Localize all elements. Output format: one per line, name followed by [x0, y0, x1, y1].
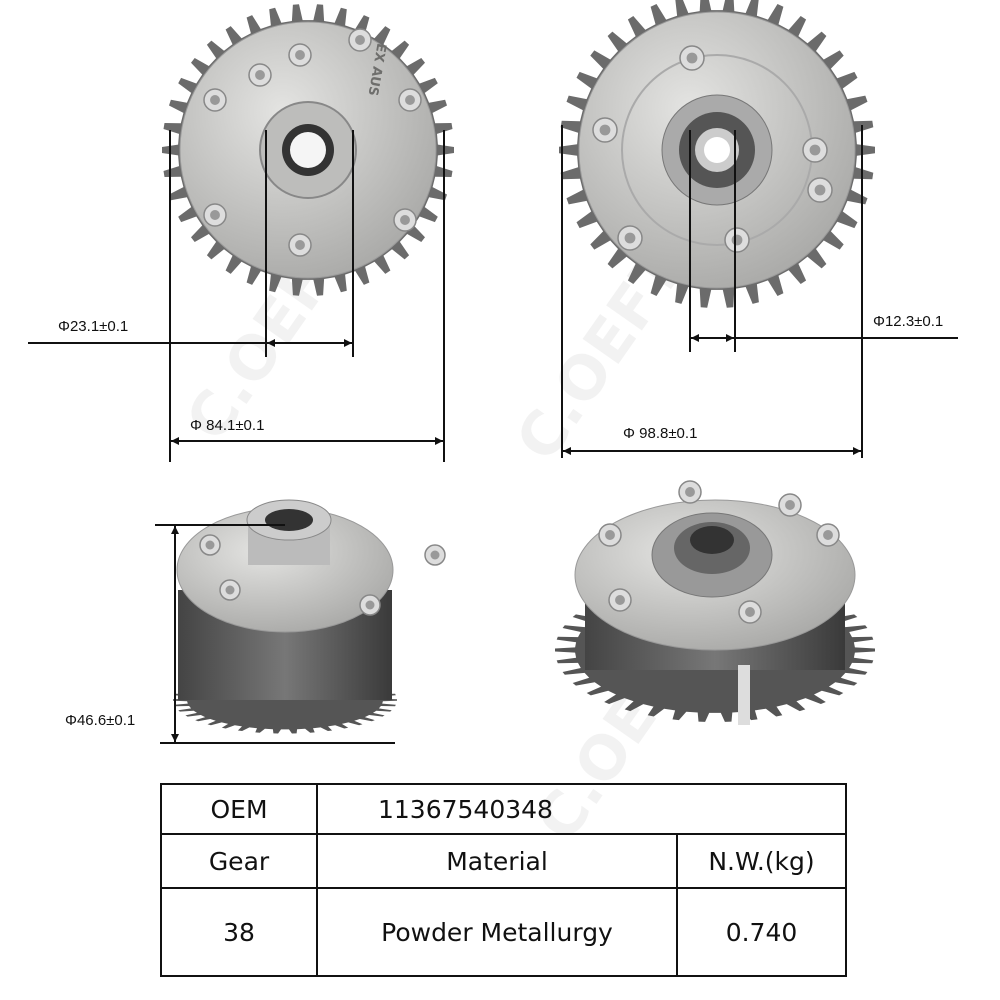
arrowhead-icon — [691, 334, 699, 342]
bolt-icon — [295, 50, 305, 60]
bolt-icon — [225, 585, 235, 595]
locating-pin — [738, 665, 750, 725]
dimension-height: Φ46.6±0.1 — [65, 712, 136, 729]
bolt-icon — [823, 530, 833, 540]
dimension-outer-left: Φ 84.1±0.1 — [190, 417, 265, 434]
dimension-bore-right: Φ12.3±0.1 — [873, 313, 944, 330]
arrowhead-icon — [267, 339, 275, 347]
arrowhead-icon — [171, 734, 179, 742]
arrowhead-icon — [726, 334, 734, 342]
center-bore — [704, 137, 730, 163]
arrowhead-icon — [344, 339, 352, 347]
header-gear: Gear — [160, 833, 318, 889]
center-bore — [690, 526, 734, 554]
bolt-icon — [400, 215, 410, 225]
table-row: 38 Powder Metallurgy 0.740 — [160, 887, 847, 977]
arrowhead-icon — [853, 447, 861, 455]
bolt-icon — [785, 500, 795, 510]
arrowhead-icon — [171, 526, 179, 534]
center-bore — [265, 509, 313, 531]
bolt-icon — [365, 600, 375, 610]
arrowhead-icon — [563, 447, 571, 455]
bolt-icon — [430, 550, 440, 560]
oem-label: OEM — [160, 783, 318, 835]
bolt-icon — [809, 144, 821, 156]
value-weight: 0.740 — [676, 887, 847, 977]
arrowhead-icon — [435, 437, 443, 445]
bolt-icon — [615, 595, 625, 605]
bolt-icon — [210, 95, 220, 105]
bolt-icon — [205, 540, 215, 550]
value-material: Powder Metallurgy — [316, 887, 678, 977]
header-material: Material — [316, 833, 678, 889]
bolt-icon — [731, 234, 743, 246]
bolt-icon — [405, 95, 415, 105]
bolt-icon — [599, 124, 611, 136]
table-row: OEM 11367540348 — [160, 783, 847, 835]
bolt-icon — [355, 35, 365, 45]
bolt-icon — [605, 530, 615, 540]
bolt-icon — [295, 240, 305, 250]
oem-value: 11367540348 — [316, 783, 847, 835]
bolt-icon — [624, 232, 636, 244]
header-weight: N.W.(kg) — [676, 833, 847, 889]
bolt-icon — [745, 607, 755, 617]
bolt-icon — [210, 210, 220, 220]
value-gear: 38 — [160, 887, 318, 977]
arrowhead-icon — [171, 437, 179, 445]
bolt-icon — [686, 52, 698, 64]
table-row: Gear Material N.W.(kg) — [160, 833, 847, 889]
dimension-outer-right: Φ 98.8±0.1 — [623, 425, 698, 442]
bolt-icon — [255, 70, 265, 80]
bolt-icon — [685, 487, 695, 497]
center-bore — [290, 132, 326, 168]
dimension-bore-left: Φ23.1±0.1 — [58, 318, 129, 335]
bolt-icon — [814, 184, 826, 196]
spec-table: OEM 11367540348 Gear Material N.W.(kg) 3… — [160, 783, 847, 977]
